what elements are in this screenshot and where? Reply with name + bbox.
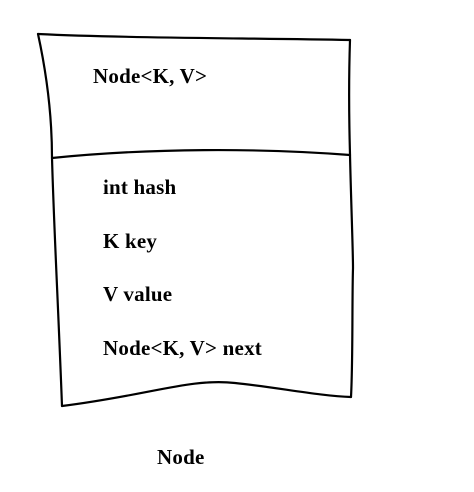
box-divider (50, 148, 352, 160)
box-bottom-edge (60, 381, 353, 408)
diagram-caption: Node (157, 445, 205, 469)
field-value: V value (103, 282, 173, 306)
box-left-edge (36, 32, 64, 408)
box-right-edge (348, 38, 355, 399)
class-name: Node<K, V> (93, 64, 208, 88)
box-top-edge (36, 32, 352, 42)
field-next: Node<K, V> next (103, 336, 262, 360)
field-key: K key (103, 229, 158, 253)
field-hash: int hash (103, 175, 177, 199)
